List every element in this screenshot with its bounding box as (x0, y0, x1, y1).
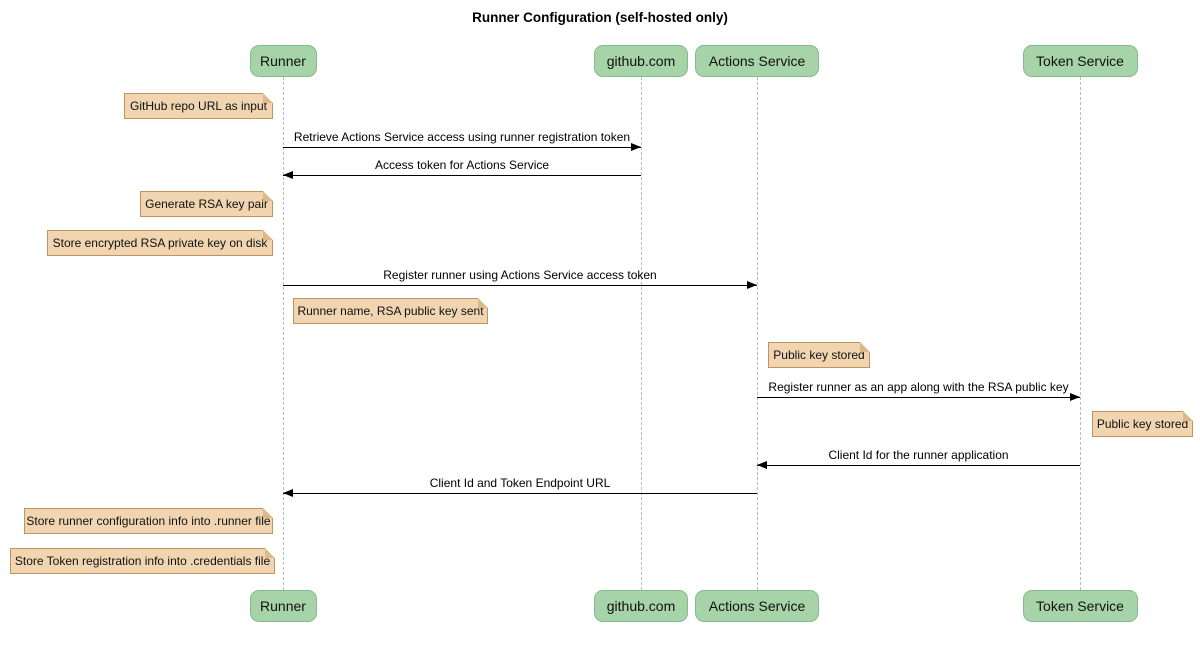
participant-box: Actions Service (695, 590, 819, 622)
message-label: Client Id and Token Endpoint URL (429, 476, 611, 490)
participant-box: Token Service (1022, 45, 1138, 77)
arrowhead-icon (631, 143, 641, 151)
message-label: Access token for Actions Service (374, 158, 550, 172)
participant-box: Token Service (1022, 590, 1138, 622)
note: Public key stored (768, 342, 870, 368)
note: Generate RSA key pair (140, 191, 273, 217)
participant-label: Runner (260, 53, 306, 69)
participant-box: github.com (594, 590, 688, 622)
message-line (283, 285, 757, 286)
note: Runner name, RSA public key sent (293, 298, 488, 324)
participant-label: github.com (606, 598, 676, 614)
message-label: Retrieve Actions Service access using ru… (293, 130, 631, 144)
participant-label: Token Service (1036, 53, 1124, 69)
participant-label: Actions Service (708, 53, 806, 69)
participant-box: github.com (594, 45, 688, 77)
note: Store Token registration info into .cred… (10, 548, 275, 574)
note: Store runner configuration info into .ru… (24, 508, 273, 534)
note: GitHub repo URL as input (124, 93, 273, 119)
message-line (757, 465, 1080, 466)
participant-box: Runner (249, 590, 317, 622)
diagram-title: Runner Configuration (self-hosted only) (472, 10, 728, 25)
participant-label: Actions Service (708, 598, 806, 614)
message-label: Client Id for the runner application (828, 448, 1009, 462)
participant-label: Runner (260, 598, 306, 614)
note: Store encrypted RSA private key on disk (47, 230, 273, 256)
message-line (283, 493, 757, 494)
participant-box: Actions Service (695, 45, 819, 77)
participant-label: Token Service (1036, 598, 1124, 614)
message-label: Register runner using Actions Service ac… (383, 268, 657, 282)
lifeline (1080, 77, 1081, 590)
message-label: Register runner as an app along with the… (768, 380, 1069, 394)
participant-label: github.com (606, 53, 676, 69)
arrowhead-icon (1070, 393, 1080, 401)
note: Public key stored (1092, 411, 1193, 437)
message-line (757, 397, 1080, 398)
lifeline (641, 77, 642, 590)
lifeline (757, 77, 758, 590)
lifeline (283, 77, 284, 590)
arrowhead-icon (747, 281, 757, 289)
message-line (283, 147, 641, 148)
arrowhead-icon (283, 171, 293, 179)
arrowhead-icon (757, 461, 767, 469)
arrowhead-icon (283, 489, 293, 497)
participant-box: Runner (249, 45, 317, 77)
message-line (283, 175, 641, 176)
